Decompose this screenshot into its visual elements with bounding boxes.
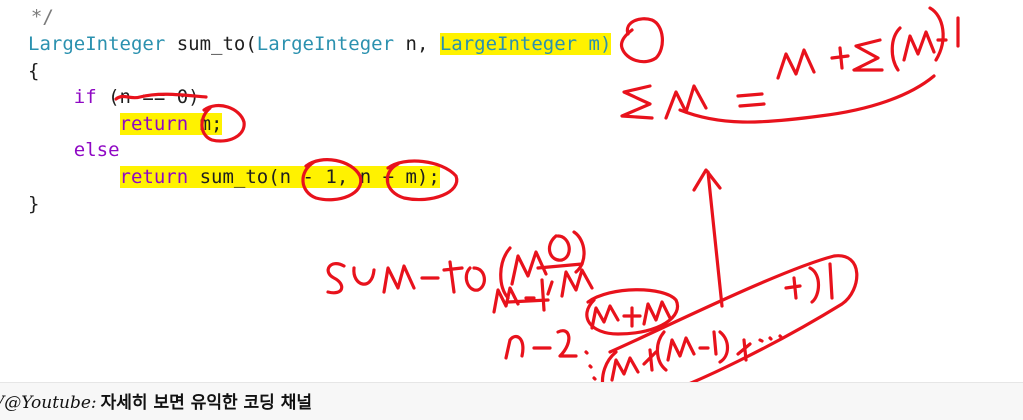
code-token: return	[119, 166, 189, 188]
footer-bar: V@Youtube:자세히 보면 유익한 코딩 채널	[0, 382, 1023, 420]
code-token: (n == 0)	[96, 86, 200, 108]
code-token: n,	[394, 33, 440, 55]
code-token	[28, 86, 74, 108]
code-line-4: if (n == 0)	[28, 84, 200, 110]
code-token	[28, 166, 120, 188]
code-token: LargeInteger	[256, 33, 395, 55]
code-token: sum_to(n - 1, n + m);	[188, 166, 440, 188]
code-token: LargeInteger	[28, 33, 166, 55]
channel-credit: V@Youtube:자세히 보면 유익한 코딩 채널	[0, 388, 312, 413]
code-line-1: */	[8, 4, 54, 30]
code-editor: */ LargeInteger sum_to(LargeInteger n, L…	[8, 4, 612, 217]
code-line-2: LargeInteger sum_to(LargeInteger n, Larg…	[28, 31, 612, 57]
code-line-8: }	[28, 191, 39, 217]
code-token: }	[28, 193, 40, 215]
credit-korean: 자세히 보면 유익한 코딩 채널	[100, 393, 313, 413]
code-token: */	[8, 6, 54, 28]
code-token: return	[119, 113, 189, 135]
code-token: LargeInteger m)	[439, 33, 612, 55]
code-token: else	[73, 139, 120, 161]
code-token: sum_to(	[165, 33, 257, 55]
code-token	[28, 139, 74, 161]
credit-english: V@Youtube:	[0, 393, 97, 413]
code-line-7: return sum_to(n - 1, n + m);	[28, 164, 440, 190]
code-token	[28, 113, 120, 135]
code-token: m;	[188, 113, 223, 135]
code-token: if	[73, 86, 97, 108]
code-line-3: {	[28, 58, 39, 84]
code-line-5: return m;	[28, 111, 223, 137]
code-token: {	[28, 60, 40, 82]
code-line-6: else	[28, 137, 120, 163]
